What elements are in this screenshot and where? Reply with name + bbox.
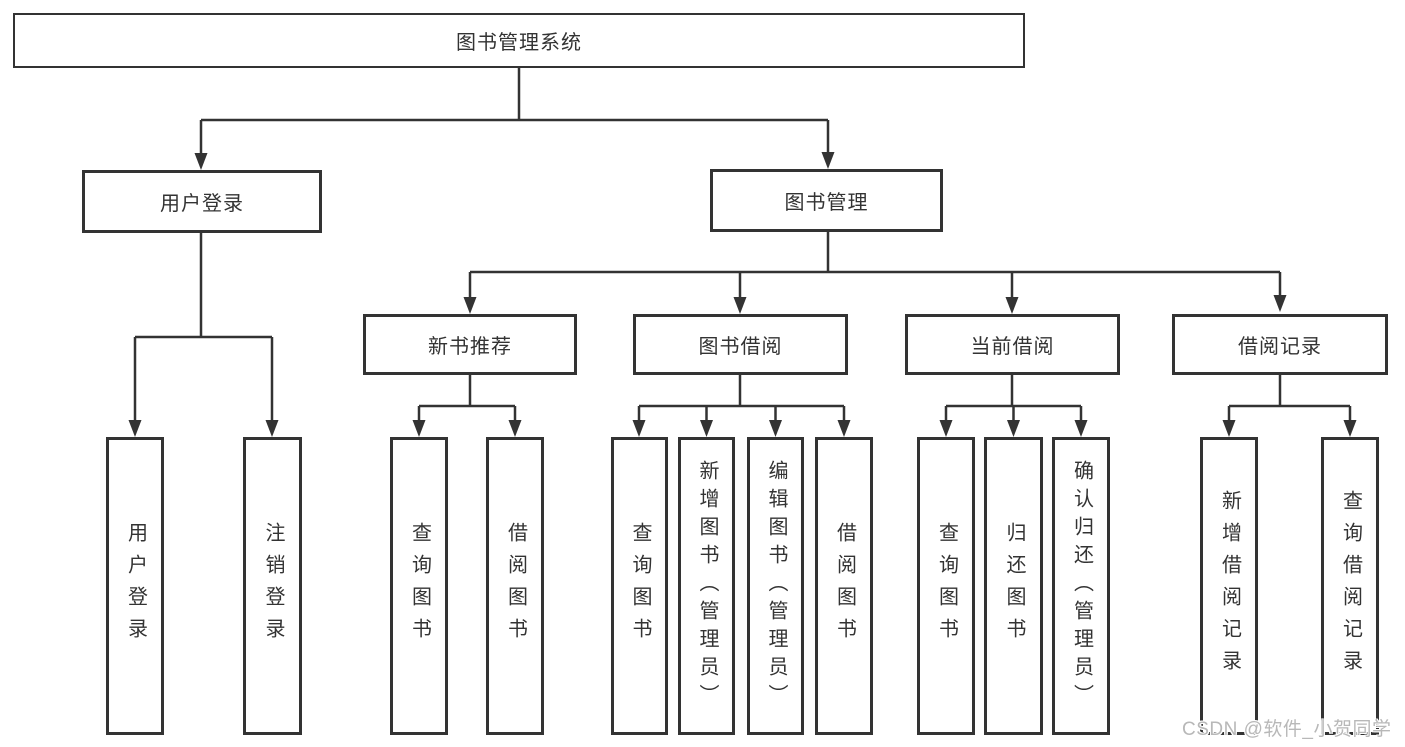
leaf-user-login-label: 用户登录 <box>124 522 147 650</box>
leaf-nb-query-books: 查询图书 <box>390 437 448 735</box>
arrowhead <box>1007 420 1020 437</box>
arrowhead <box>700 420 713 437</box>
leaf-br-query-record-label: 查询借阅记录 <box>1339 490 1362 682</box>
node-root: 图书管理系统 <box>13 13 1025 68</box>
node-book-borrow-label: 图书借阅 <box>698 336 783 358</box>
arrowhead <box>939 420 953 437</box>
arrowhead <box>769 420 782 437</box>
node-book-management: 图书管理 <box>710 169 943 232</box>
arrowhead <box>1222 420 1236 437</box>
connector-new-book-to-leaves <box>412 375 522 437</box>
leaf-br-query-record: 查询借阅记录 <box>1321 437 1379 735</box>
arrowhead <box>1343 420 1357 437</box>
arrowhead <box>733 297 747 314</box>
connector-book-management-to-level3 <box>463 232 1287 314</box>
connector-user-login-to-leaves <box>128 233 279 437</box>
leaf-bb-edit-books-admin-label: 编辑图书（管理员） <box>765 460 787 712</box>
node-borrow-records: 借阅记录 <box>1172 314 1388 375</box>
leaf-cb-return-books: 归还图书 <box>984 437 1043 735</box>
arrowhead <box>412 420 426 437</box>
leaf-bb-add-books-admin-label: 新增图书（管理员） <box>696 460 718 712</box>
leaf-bb-edit-books-admin: 编辑图书（管理员） <box>747 437 804 735</box>
arrowhead <box>1005 297 1019 314</box>
arrowhead <box>1273 295 1287 312</box>
leaf-logout: 注销登录 <box>243 437 302 735</box>
arrowhead <box>194 153 208 170</box>
leaf-bb-add-books-admin: 新增图书（管理员） <box>678 437 735 735</box>
node-book-borrow: 图书借阅 <box>633 314 848 375</box>
arrowhead <box>821 152 835 169</box>
leaf-br-add-record: 新增借阅记录 <box>1200 437 1258 735</box>
arrowhead <box>508 420 522 437</box>
leaf-cb-confirm-return-admin: 确认归还（管理员） <box>1052 437 1110 735</box>
leaf-bb-borrow-books: 借阅图书 <box>815 437 873 735</box>
arrowhead <box>837 420 851 437</box>
leaf-nb-borrow-books-label: 借阅图书 <box>504 522 527 650</box>
arrowhead <box>632 420 646 437</box>
leaf-cb-confirm-return-admin-label: 确认归还（管理员） <box>1070 460 1093 712</box>
csdn-watermark: CSDN @软件_小贺同学 <box>1182 719 1392 740</box>
node-borrow-records-label: 借阅记录 <box>1238 336 1322 358</box>
arrowhead <box>265 420 279 437</box>
arrowhead <box>463 297 477 314</box>
node-new-book-recommend-label: 新书推荐 <box>428 336 512 358</box>
node-user-login: 用户登录 <box>82 170 322 233</box>
connector-book-borrow-to-leaves <box>632 375 851 437</box>
leaf-cb-query-books: 查询图书 <box>917 437 975 735</box>
leaf-br-add-record-label: 新增借阅记录 <box>1218 490 1241 682</box>
leaf-cb-query-books-label: 查询图书 <box>935 522 958 650</box>
arrowhead <box>128 420 142 437</box>
node-current-borrow-label: 当前借阅 <box>970 336 1055 358</box>
leaf-cb-return-books-label: 归还图书 <box>1003 522 1025 650</box>
connector-current-borrow-to-leaves <box>939 375 1088 437</box>
leaf-user-login: 用户登录 <box>106 437 164 735</box>
node-current-borrow: 当前借阅 <box>905 314 1120 375</box>
node-user-login-label: 用户登录 <box>160 193 244 215</box>
leaf-bb-borrow-books-label: 借阅图书 <box>833 522 856 650</box>
node-root-label: 图书管理系统 <box>456 32 582 54</box>
leaf-nb-borrow-books: 借阅图书 <box>486 437 544 735</box>
arrowhead <box>1074 420 1088 437</box>
connector-root-to-level2 <box>194 68 835 170</box>
node-book-management-label: 图书管理 <box>784 192 869 214</box>
leaf-nb-query-books-label: 查询图书 <box>408 522 431 650</box>
connector-borrow-records-to-leaves <box>1222 375 1357 437</box>
leaf-bb-query-books: 查询图书 <box>611 437 668 735</box>
node-new-book-recommend: 新书推荐 <box>363 314 577 375</box>
leaf-logout-label: 注销登录 <box>262 522 284 650</box>
leaf-bb-query-books-label: 查询图书 <box>629 522 651 650</box>
